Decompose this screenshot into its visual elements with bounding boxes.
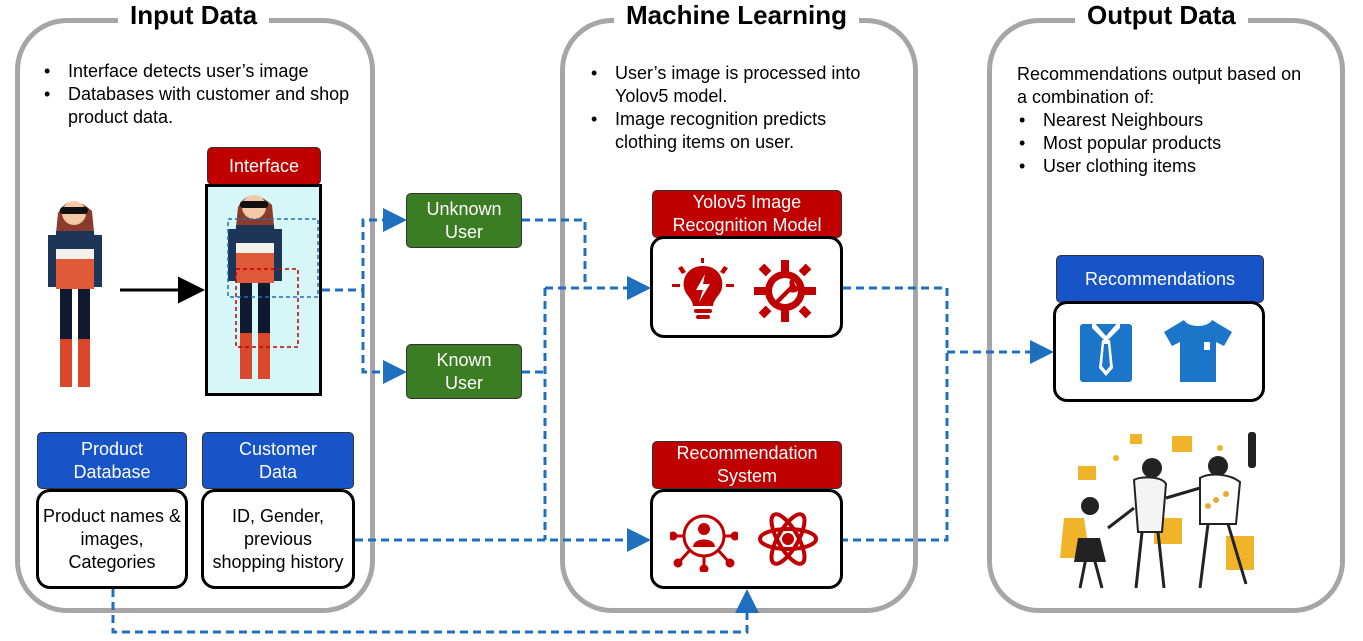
interface-screen <box>205 184 322 396</box>
celebration-illustration <box>1060 432 1256 589</box>
unknown-user-box: Unknown User <box>406 193 522 248</box>
line-ml-outputs <box>843 286 949 542</box>
product-db-body: Product names & images, Categories <box>36 489 188 589</box>
ml-bullet: Image recognition predicts clothing item… <box>587 108 887 154</box>
output-intro: Recommendations output based on a combin… <box>1017 64 1302 107</box>
known-user-box: Known User <box>406 344 522 399</box>
input-bullet: Interface detects user’s image <box>40 60 360 83</box>
user-network-icon <box>670 514 738 572</box>
output-bullets: Nearest Neighbours Most popular products… <box>1015 109 1315 178</box>
line-productdb-to-recsys <box>111 589 759 634</box>
line-unknown-to-yolo <box>522 218 651 300</box>
output-bullet: Most popular products <box>1015 132 1315 155</box>
product-db-header: Product Database <box>37 432 187 489</box>
yolo-header: Yolov5 Image Recognition Model <box>652 190 842 238</box>
rec-system-box <box>650 489 843 589</box>
gear-wrench-icon <box>754 260 816 322</box>
interface-label: Interface <box>207 147 321 185</box>
shirt-tie-icon <box>1080 320 1132 382</box>
line-interface-to-known <box>361 290 407 384</box>
output-bullet: User clothing items <box>1015 155 1315 178</box>
output-bullet: Nearest Neighbours <box>1015 109 1315 132</box>
output-panel-title: Output Data <box>1075 0 1248 30</box>
detected-person-icon <box>227 195 319 379</box>
input-bullet: Databases with customer and shop product… <box>40 83 360 129</box>
ml-bullet: User’s image is processed into Yolov5 mo… <box>587 62 887 108</box>
woman-figure-icon <box>48 201 102 387</box>
recommendations-header: Recommendations <box>1056 255 1264 303</box>
tshirt-icon <box>1164 320 1232 382</box>
input-bullets: Interface detects user’s image Databases… <box>40 60 360 129</box>
input-panel-title: Input Data <box>118 0 270 30</box>
rec-system-header: Recommendation System <box>652 441 842 489</box>
lightbulb-icon <box>672 258 734 319</box>
customer-data-body: ID, Gender, previous shopping history <box>201 489 355 589</box>
customer-data-header: Customer Data <box>202 432 354 489</box>
ml-bullets: User’s image is processed into Yolov5 mo… <box>587 62 887 154</box>
ml-panel-title: Machine Learning <box>614 0 860 30</box>
line-interface-to-unknown <box>322 208 407 292</box>
atom-icon <box>758 512 818 566</box>
